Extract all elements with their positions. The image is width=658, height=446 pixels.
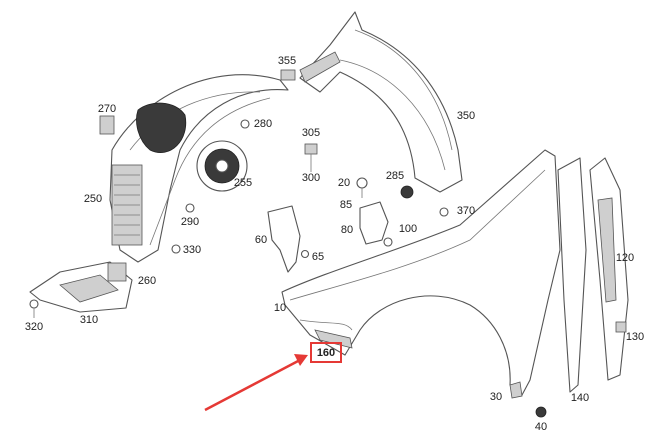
highlight-arrow [204,358,301,412]
clip-40 [535,406,547,418]
highlight-arrow-head [294,354,308,366]
part-label-160: 160 [317,347,335,359]
part-label-40: 40 [535,421,547,433]
bracket-80 [359,201,389,245]
splash-shield-255 [196,140,248,192]
wheel-arch-liner-250 [109,74,289,263]
screw-100 [383,237,393,247]
part-label-20: 20 [338,177,350,189]
part-label-30: 30 [490,391,502,403]
part-label-310: 310 [80,314,98,326]
part-label-370: 370 [457,205,475,217]
part-label-130: 130 [626,331,644,343]
part-label-255: 255 [234,177,252,189]
part-label-280: 280 [254,118,272,130]
part-label-300: 300 [302,172,320,184]
part-labels: 10 20 30 40 60 65 80 85 100 120 130 140 160 250 255 260… [25,55,644,433]
part-label-270: 270 [98,103,116,115]
clip-30 [509,381,523,399]
screw-280 [240,119,250,129]
part-label-140: 140 [571,392,589,404]
part-label-350: 350 [457,110,475,122]
bracket-60 [267,205,301,273]
plug-285 [400,185,414,199]
part-label-285: 285 [386,170,404,182]
trim-strip-140 [557,157,587,393]
part-label-250: 250 [84,193,102,205]
screw-320 [29,299,39,318]
part-label-330: 330 [183,244,201,256]
part-label-320: 320 [25,321,43,333]
clip-130 [615,321,627,333]
part-label-305: 305 [302,127,320,139]
trim-strip-120 [589,157,629,381]
part-label-60: 60 [255,234,267,246]
part-label-120: 120 [616,252,634,264]
part-label-100: 100 [399,223,417,235]
screw-20 [356,177,368,198]
screw-290 [185,203,195,213]
part-label-355: 355 [278,55,296,67]
nut-305 [304,143,318,172]
part-label-85: 85 [340,199,352,211]
highlight-box [310,342,342,363]
screw-330 [171,244,181,254]
underbody-panel-310 [29,261,133,313]
wheel-arch-liner-350 [299,11,463,193]
front-fender-10 [281,149,561,396]
part-label-290: 290 [181,216,199,228]
nut-355 [280,69,296,81]
screw-370 [439,207,449,217]
clip-270 [99,115,115,135]
part-label-260: 260 [138,275,156,287]
part-label-65: 65 [312,251,324,263]
part-label-10: 10 [274,302,286,314]
part-label-80: 80 [341,224,353,236]
screw-65 [300,249,310,259]
